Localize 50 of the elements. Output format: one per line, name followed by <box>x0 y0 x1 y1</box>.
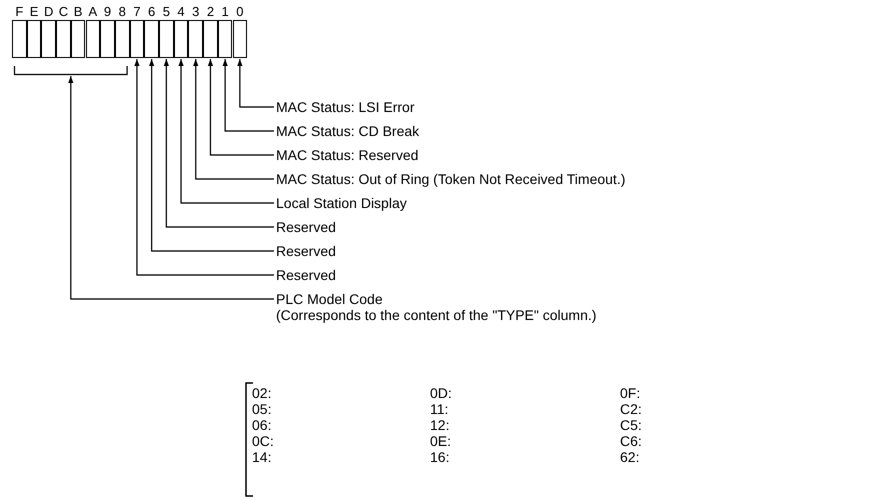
leader-arrow <box>237 59 274 108</box>
bit-number: 6 <box>147 5 156 18</box>
bit-description: MAC Status: CD Break <box>276 123 420 139</box>
leader-arrow <box>149 59 274 252</box>
model-code: 0D: <box>430 385 452 401</box>
bit-description: Reserved <box>276 243 336 259</box>
bit-number: 8 <box>118 5 127 18</box>
bit-description: Reserved <box>276 219 336 235</box>
model-code: 12: <box>430 417 450 433</box>
model-code: 0F: <box>620 385 640 401</box>
model-code: 0E: <box>430 433 452 449</box>
bit-number: E <box>28 5 40 18</box>
leader-arrow <box>68 76 274 300</box>
bit-number: 7 <box>132 5 142 18</box>
bit-number: D <box>43 5 54 18</box>
model-code: C6: <box>620 433 642 449</box>
bit-number: 0 <box>235 5 244 18</box>
model-code: C2: <box>620 401 642 417</box>
bit-number: A <box>88 5 98 18</box>
leader-arrow <box>134 59 274 276</box>
bit-description: MAC Status: Reserved <box>276 147 418 163</box>
bit-description: MAC Status: Out of Ring (Token Not Received Timeout.) <box>276 171 626 187</box>
model-code: 02: <box>252 385 272 401</box>
bit-number: 4 <box>176 5 186 18</box>
leader-arrow <box>193 59 274 180</box>
model-code: 14: <box>252 449 272 465</box>
leader-arrow <box>178 59 274 204</box>
model-code: 06: <box>252 417 272 433</box>
model-code: 11: <box>430 401 448 417</box>
leader-arrow <box>164 59 274 228</box>
bit-number: 9 <box>102 5 112 18</box>
bit-description: Local Station Display <box>276 195 407 211</box>
model-code: 05: <box>252 401 272 417</box>
bit-number: C <box>58 5 70 18</box>
bit-description: Reserved <box>276 267 336 283</box>
model-code: C5: <box>620 417 642 433</box>
model-code: 0C: <box>252 433 274 449</box>
bit-number: 2 <box>206 5 216 18</box>
leader-arrow <box>208 59 274 156</box>
bit-description: PLC Model Code <box>276 291 384 307</box>
model-code: 16: <box>430 449 450 465</box>
bit-number: 1 <box>220 5 230 18</box>
bit-number: 5 <box>162 5 171 18</box>
description-note: (Corresponds to the content of the "TYPE" column.) <box>276 307 596 323</box>
model-code: 62: <box>620 449 640 465</box>
bit-description: MAC Status: LSI Error <box>276 99 414 115</box>
leader-arrow <box>222 59 274 132</box>
bit-number: F <box>14 5 24 18</box>
bit-number: 3 <box>191 5 200 18</box>
bit-number: B <box>72 5 84 18</box>
